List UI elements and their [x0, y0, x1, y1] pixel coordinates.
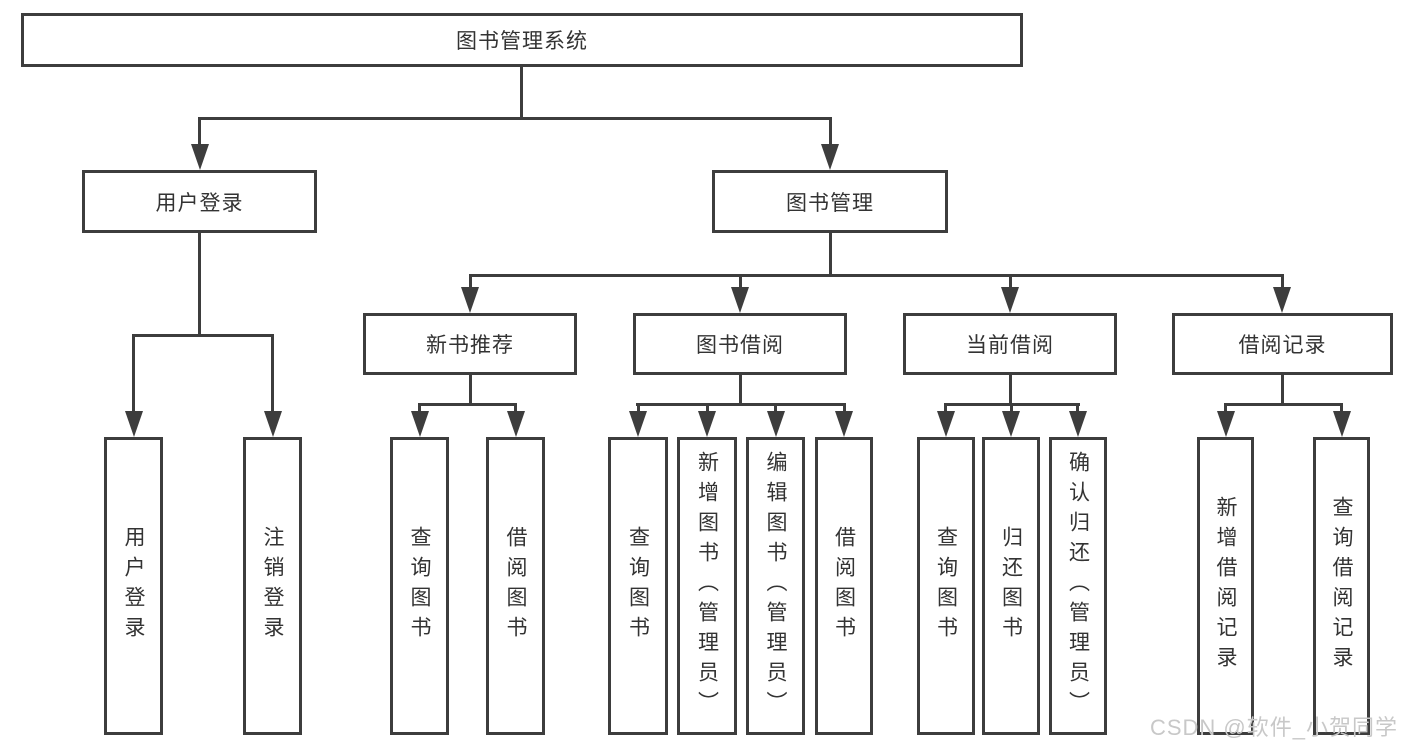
- connector-arrow: [821, 144, 839, 170]
- connector-arrow: [191, 144, 209, 170]
- connector-arrow: [1333, 411, 1351, 437]
- connector-arrow: [461, 287, 479, 313]
- connector-line: [520, 64, 523, 120]
- connector-line: [469, 375, 472, 406]
- connector-line: [739, 274, 742, 290]
- connector-line: [1281, 274, 1284, 290]
- leaf-borrow-books-recommend: 借阅图书: [486, 437, 545, 735]
- connector-arrow: [507, 411, 525, 437]
- leaf-query-books-borrow: 查询图书: [608, 437, 668, 735]
- leaf-borrow-books: 借阅图书: [815, 437, 873, 735]
- connector-arrow: [835, 411, 853, 437]
- leaf-add-book-admin: 新增图书（管理员）: [677, 437, 737, 735]
- node-borrow-records: 借阅记录: [1172, 313, 1393, 375]
- connector-line: [1009, 274, 1012, 290]
- connector-line: [1281, 375, 1284, 406]
- connector-arrow: [1002, 411, 1020, 437]
- connector-line: [469, 274, 472, 290]
- leaf-query-books-recommend: 查询图书: [390, 437, 449, 735]
- connector-line: [418, 403, 517, 406]
- connector-line: [132, 334, 274, 337]
- connector-arrow: [767, 411, 785, 437]
- connector-line: [944, 403, 947, 413]
- node-new-book-recommend: 新书推荐: [363, 313, 577, 375]
- connector-arrow: [1069, 411, 1087, 437]
- connector-line: [636, 403, 846, 406]
- connector-line: [637, 403, 640, 413]
- connector-line: [706, 403, 709, 413]
- connector-line: [418, 403, 421, 413]
- connector-line: [1010, 403, 1013, 413]
- connector-line: [132, 334, 135, 413]
- connector-arrow: [629, 411, 647, 437]
- connector-line: [843, 403, 846, 413]
- connector-arrow: [731, 287, 749, 313]
- watermark: CSDN @软件_小贺同学: [1149, 715, 1398, 740]
- connector-line: [739, 375, 742, 406]
- leaf-user-login: 用户登录: [104, 437, 163, 735]
- connector-line: [198, 117, 201, 145]
- connector-line: [469, 274, 1284, 277]
- node-user-login: 用户登录: [82, 170, 317, 233]
- node-book-borrow: 图书借阅: [633, 313, 847, 375]
- leaf-query-books-current: 查询图书: [917, 437, 975, 735]
- connector-arrow: [937, 411, 955, 437]
- connector-arrow: [1217, 411, 1235, 437]
- connector-arrow: [1001, 287, 1019, 313]
- connector-line: [198, 233, 201, 337]
- node-book-management: 图书管理: [712, 170, 948, 233]
- connector-arrow: [264, 411, 282, 437]
- connector-arrow: [698, 411, 716, 437]
- leaf-edit-book-admin: 编辑图书（管理员）: [746, 437, 805, 735]
- connector-arrow: [411, 411, 429, 437]
- leaf-logout: 注销登录: [243, 437, 302, 735]
- leaf-query-borrow-record: 查询借阅记录: [1313, 437, 1370, 735]
- leaf-add-borrow-record: 新增借阅记录: [1197, 437, 1254, 735]
- connector-line: [514, 403, 517, 413]
- connector-line: [1224, 403, 1343, 406]
- connector-line: [829, 117, 832, 145]
- connector-line: [1076, 403, 1079, 413]
- connector-line: [774, 403, 777, 413]
- connector-line: [829, 233, 832, 277]
- connector-line: [1340, 403, 1343, 413]
- connector-line: [1224, 403, 1227, 413]
- connector-arrow: [125, 411, 143, 437]
- node-current-borrow: 当前借阅: [903, 313, 1117, 375]
- leaf-return-book: 归还图书: [982, 437, 1040, 735]
- node-root: 图书管理系统: [21, 13, 1023, 67]
- connector-line: [1009, 375, 1012, 406]
- connector-line: [271, 334, 274, 413]
- leaf-confirm-return-admin: 确认归还（管理员）: [1049, 437, 1107, 735]
- connector-line: [198, 117, 832, 120]
- connector-arrow: [1273, 287, 1291, 313]
